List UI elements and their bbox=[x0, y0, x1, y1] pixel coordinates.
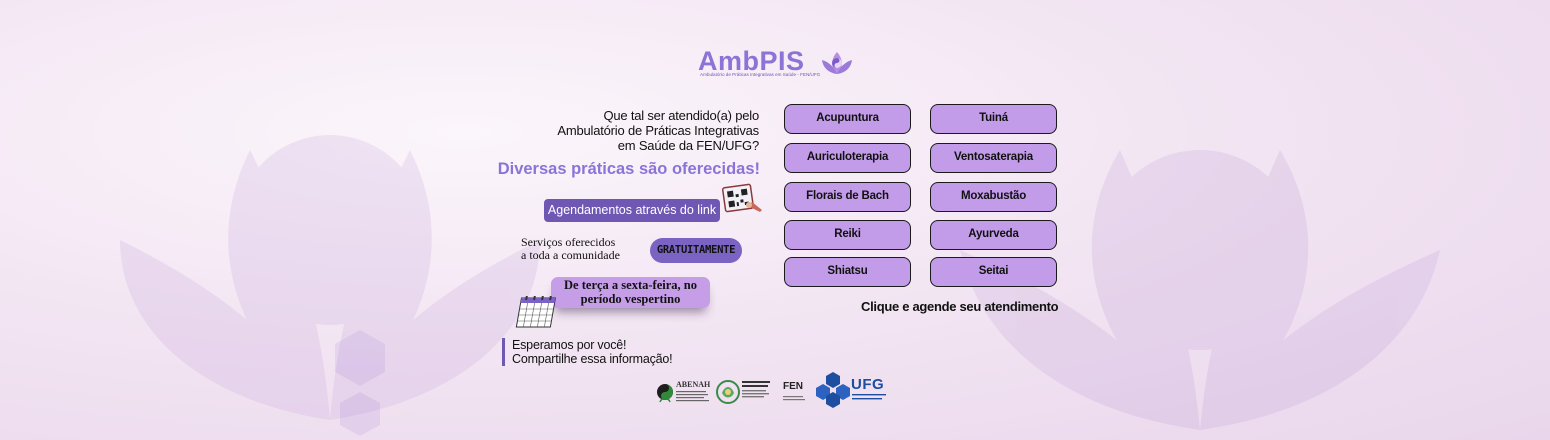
schedule-days-text: De terça a sexta-feira, no período vespe… bbox=[551, 277, 710, 306]
free-badge bbox=[650, 238, 742, 263]
logo-subtitle: Ambulatório de Práticas Integrativas em … bbox=[700, 72, 821, 77]
ufg-name: UFG bbox=[851, 376, 885, 393]
intro-line: Que tal ser atendido(a) pelo bbox=[603, 108, 759, 123]
lotus-icon bbox=[822, 52, 852, 74]
logo-wordmark: AmbPIS bbox=[698, 46, 805, 76]
school-logo-icon bbox=[716, 380, 740, 404]
scheduling-link[interactable]: Agendamentos através do link bbox=[544, 199, 720, 222]
schedule-days-line: De terça a sexta-feira, no bbox=[564, 278, 697, 292]
abenah-name: ABENAH bbox=[676, 380, 711, 389]
practice-button-ventosaterapia[interactable]: Ventosaterapia bbox=[930, 143, 1057, 173]
practice-button-auriculoterapia[interactable]: Auriculoterapia bbox=[784, 143, 911, 173]
abenah-logo-icon bbox=[657, 384, 673, 403]
schedule-days-line: período vespertino bbox=[580, 292, 681, 306]
abenah-fine-print bbox=[676, 391, 709, 402]
calendar-icon bbox=[515, 296, 557, 328]
practice-button-ayurveda[interactable]: Ayurveda bbox=[930, 220, 1057, 250]
fen-fine-print bbox=[783, 396, 805, 401]
intro-line: Ambulatório de Práticas Integrativas bbox=[557, 123, 759, 138]
ufg-fine-print bbox=[852, 394, 886, 400]
school-name-text bbox=[742, 381, 770, 398]
qr-code-icon bbox=[722, 183, 762, 213]
practice-button-shiatsu[interactable]: Shiatsu bbox=[784, 257, 911, 287]
services-line: a toda a comunidade bbox=[521, 248, 620, 262]
practice-button-seitai[interactable]: Seitai bbox=[930, 257, 1057, 287]
practice-button-moxabustao[interactable]: Moxabustão bbox=[930, 182, 1057, 212]
services-text: Serviços oferecidos a toda a comunidade bbox=[521, 236, 620, 262]
ufg-hexagon-icon bbox=[816, 372, 850, 408]
fen-name: FEN bbox=[783, 381, 803, 392]
practice-button-acupuntura[interactable]: Acupuntura bbox=[784, 104, 911, 134]
intro-question: Que tal ser atendido(a) pelo Ambulatório… bbox=[557, 108, 759, 153]
practice-button-tuina[interactable]: Tuiná bbox=[930, 104, 1057, 134]
practice-button-reiki[interactable]: Reiki bbox=[784, 220, 911, 250]
services-line: Serviços oferecidos bbox=[521, 235, 616, 249]
schedule-days-badge bbox=[551, 277, 710, 308]
intro-line: em Saúde da FEN/UFG? bbox=[617, 138, 759, 153]
ambpis-logo: AmbPIS Ambulatório de Práticas Integrati… bbox=[698, 44, 858, 84]
closing-line: Esperamos por você! bbox=[512, 338, 627, 352]
call-to-action[interactable]: Clique e agende seu atendimento bbox=[861, 299, 1059, 314]
practice-button-florais-de-bach[interactable]: Florais de Bach bbox=[784, 182, 911, 212]
free-badge-label: GRATUITAMENTE bbox=[656, 244, 736, 256]
closing-message: Esperamos por você! Compartilhe essa inf… bbox=[502, 338, 673, 366]
practices-highlight: Diversas práticas são oferecidas! bbox=[497, 160, 760, 178]
closing-line: Compartilhe essa informação! bbox=[512, 352, 673, 366]
